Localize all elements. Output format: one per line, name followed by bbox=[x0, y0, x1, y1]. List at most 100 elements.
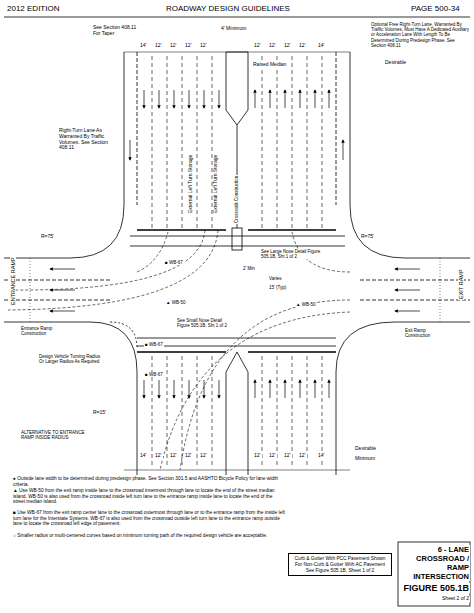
drawing-label: EXIT RAMP bbox=[458, 268, 464, 300]
drawing-label: 12' bbox=[253, 43, 262, 49]
lane-arrow bbox=[189, 90, 190, 108]
drawing-label: R=75' bbox=[40, 234, 55, 240]
drawing-label: ▲ WB-50 bbox=[165, 300, 186, 305]
drawing-label: 12' bbox=[268, 43, 277, 49]
drawing-label: 12' bbox=[169, 43, 178, 49]
drawing-label: R=15' bbox=[92, 410, 107, 416]
drawing-label: 14' bbox=[139, 43, 148, 49]
drawing-label: 12' bbox=[184, 43, 193, 49]
lane-line bbox=[152, 56, 153, 228]
drawing-label: 12' bbox=[154, 453, 163, 459]
drawing-label: See Small Nose Detail Figure 505.1B, Sht… bbox=[176, 318, 234, 328]
lane-arrow bbox=[270, 90, 271, 108]
drawing-label: ROADWAY DESIGN GUIDELINES bbox=[165, 4, 291, 13]
drawing-label: 12' bbox=[283, 43, 292, 49]
lane-arrow bbox=[159, 90, 160, 108]
drawing-label: See Large Nose Detail Figure 505.1B, Sht… bbox=[260, 249, 324, 259]
lane-arrow bbox=[159, 380, 160, 398]
drawing-label: Minimum bbox=[354, 456, 376, 462]
drawing-label: ■ WB-67 bbox=[164, 260, 184, 265]
lane-line bbox=[292, 356, 293, 468]
drawing-label: ■ Use WB-67 from the exit ramp center la… bbox=[12, 510, 286, 527]
lane-line bbox=[167, 356, 168, 468]
lane-line bbox=[322, 356, 323, 468]
drawing-label: 12' bbox=[199, 453, 208, 459]
drawing-label: Entrance Ramp Construction bbox=[20, 326, 66, 336]
drawing-label: ○ Smaller radius or multi-centered curve… bbox=[12, 533, 286, 539]
drawing-label: Design Vehicle Turning Radius Or Larger … bbox=[38, 354, 102, 364]
drawing-label: 12' bbox=[298, 43, 307, 49]
lane-arrow bbox=[300, 90, 301, 108]
lane-arrow bbox=[174, 90, 175, 108]
drawing-label: 12' bbox=[184, 453, 193, 459]
drawing-label: ENTRANCE RAMP bbox=[10, 256, 16, 306]
drawing-label: ■ WB-67 bbox=[144, 342, 164, 347]
drawing-label: External Left Turn Storage bbox=[188, 154, 194, 214]
drawing-label: ▲ WB-50 bbox=[295, 302, 316, 307]
drawing-label: R=75' bbox=[360, 234, 375, 240]
drawing-label: 4' Minimum bbox=[220, 26, 247, 32]
drawing-label: ● Outside lane width to be determined du… bbox=[12, 476, 286, 487]
drawing-label: 14' bbox=[317, 43, 326, 49]
lane-arrow bbox=[144, 380, 145, 398]
drawing-label: Raised Median bbox=[252, 62, 287, 68]
lane-line bbox=[182, 56, 183, 228]
lane-arrow bbox=[219, 90, 220, 108]
lane-arrow bbox=[174, 380, 175, 398]
drawing-label: 2012 EDITION bbox=[6, 4, 60, 13]
lane-arrow bbox=[204, 90, 205, 108]
drawing-label: 14' bbox=[139, 453, 148, 459]
lane-line bbox=[307, 356, 308, 468]
drawing-label: Exit Ramp Construction bbox=[404, 328, 450, 338]
lane-arrow bbox=[270, 380, 271, 398]
lane-arrow bbox=[255, 380, 256, 398]
drawing-label: 12' bbox=[154, 43, 163, 49]
drawing-label: 2' Min bbox=[242, 266, 256, 271]
drawing-label: Varies bbox=[268, 276, 282, 281]
drawing-label: Right-Turn Lane As Warranted By Traffic … bbox=[58, 128, 120, 151]
lane-arrow bbox=[395, 269, 420, 270]
drawing-label: ■ WB-67 bbox=[144, 372, 164, 377]
lane-line bbox=[182, 356, 183, 468]
lane-arrow bbox=[255, 90, 256, 108]
lane-arrow bbox=[329, 380, 330, 398]
drawing-label: Optional Free Right-Turn Lane, Warranted… bbox=[370, 22, 472, 48]
lane-arrow bbox=[50, 290, 75, 291]
lane-line bbox=[292, 56, 293, 228]
drawing-label: 15' (Typ) bbox=[268, 285, 287, 290]
drawing-label: Crosswalk Construction bbox=[234, 175, 239, 224]
drawing-label: FIGURE 505.1B bbox=[400, 583, 470, 593]
lane-arrow bbox=[343, 140, 344, 160]
lane-arrow bbox=[50, 269, 75, 270]
lane-arrow bbox=[285, 90, 286, 108]
lane-arrow bbox=[395, 290, 420, 291]
lane-line bbox=[277, 56, 278, 228]
lane-arrow bbox=[285, 380, 286, 398]
drawing-label: ▲ Use WB-50 from the exit ramp inside la… bbox=[12, 488, 286, 505]
drawing-label: ALTERNATIVE TO ENTRANCE RAMP INSIDE RADI… bbox=[20, 430, 86, 440]
lane-arrow bbox=[300, 380, 301, 398]
lane-line bbox=[307, 56, 308, 228]
note-text: Curb & Gutter With PCC Pavement Shown Fo… bbox=[292, 556, 388, 573]
drawing-label: Sheet 2 of 2 bbox=[400, 596, 470, 602]
lane-arrow bbox=[189, 380, 190, 398]
lane-arrow bbox=[329, 90, 330, 108]
note-box: Curb & Gutter With PCC Pavement Shown Fo… bbox=[288, 553, 392, 576]
lane-arrow bbox=[50, 311, 75, 312]
drawing-label: Desirable bbox=[384, 60, 407, 66]
lane-arrow bbox=[219, 380, 220, 398]
drawing-label: External Left Turn Storage bbox=[213, 154, 219, 214]
lane-line bbox=[277, 356, 278, 468]
drawing-label: 12' bbox=[283, 453, 292, 459]
lane-arrow bbox=[144, 90, 145, 108]
drawing-label: See Section 408.11 For Taper bbox=[92, 25, 139, 37]
figure-title: 6 - LANE CROSSROAD / RAMP INTERSECTION bbox=[400, 545, 470, 581]
lane-arrow bbox=[315, 380, 316, 398]
lane-line bbox=[197, 356, 198, 468]
lane-line bbox=[262, 56, 263, 228]
lane-arrow bbox=[315, 90, 316, 108]
lane-line bbox=[262, 356, 263, 468]
lane-arrow bbox=[204, 380, 205, 398]
lane-arrow bbox=[395, 311, 420, 312]
